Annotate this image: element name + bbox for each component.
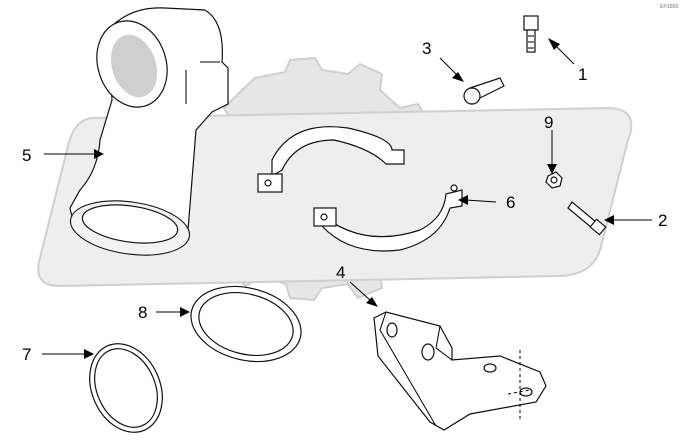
arrowhead-9 bbox=[547, 164, 557, 174]
corner-code: ЕР.1800 bbox=[660, 4, 678, 10]
callout-6: 6 bbox=[506, 193, 515, 212]
arrowhead-7 bbox=[84, 349, 94, 359]
part-3-bolt bbox=[463, 77, 505, 105]
callout-4: 4 bbox=[336, 263, 345, 282]
arrowhead-5 bbox=[94, 149, 104, 159]
callout-5: 5 bbox=[22, 146, 31, 165]
callout-7: 7 bbox=[22, 345, 31, 364]
leader-lines bbox=[42, 38, 652, 359]
arrowhead-8 bbox=[180, 307, 190, 317]
part-5-elbow-pipe bbox=[69, 7, 229, 256]
watermark-text: OPEX bbox=[430, 299, 433, 301]
part-2-bolt bbox=[567, 201, 607, 236]
leader-4 bbox=[349, 281, 371, 301]
part-9-nut bbox=[545, 171, 563, 189]
leader-1 bbox=[555, 45, 575, 65]
callout-labels: 1 2 3 4 5 6 7 8 9 bbox=[22, 39, 667, 364]
leader-3 bbox=[439, 57, 457, 75]
part-6-clamp bbox=[257, 126, 463, 252]
part-8-gasket bbox=[190, 285, 302, 363]
callout-2: 2 bbox=[658, 211, 667, 230]
callout-9: 9 bbox=[544, 113, 553, 132]
part-1-bolt bbox=[523, 15, 539, 53]
callout-3: 3 bbox=[422, 39, 431, 58]
part-4-bracket bbox=[373, 311, 547, 431]
arrowhead-6 bbox=[458, 195, 468, 205]
callout-8: 8 bbox=[138, 303, 147, 322]
arrowhead-1 bbox=[548, 38, 560, 50]
arrowhead-3 bbox=[452, 72, 464, 82]
leader-6 bbox=[465, 199, 497, 203]
arrowhead-2 bbox=[604, 215, 614, 225]
callout-1: 1 bbox=[578, 65, 587, 84]
arrowhead-4 bbox=[366, 297, 378, 307]
part-7-ring bbox=[89, 343, 163, 433]
